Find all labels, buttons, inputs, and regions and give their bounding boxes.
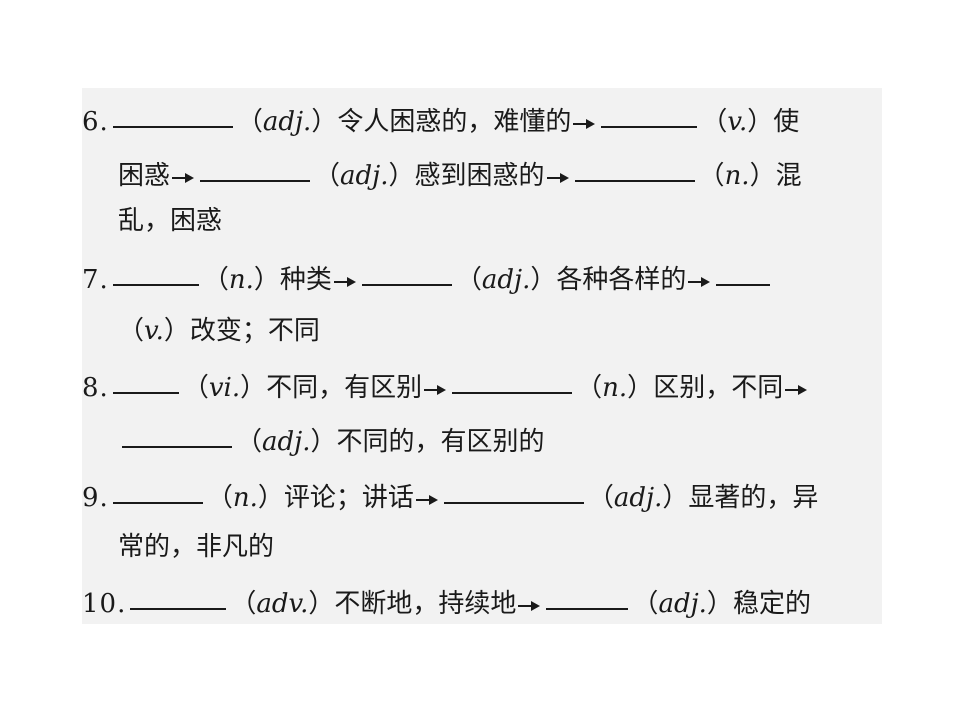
definition-text: 不断地，持续地: [334, 589, 517, 619]
answer-blank[interactable]: [443, 472, 584, 504]
item-3-line-2: （adj.）不同的，有区别的: [118, 418, 545, 464]
item-1-line-1: 6. （adj.）令人困惑的，难懂的 （v.）使: [82, 98, 799, 144]
item-1-line-2: 困惑 （adj.）感到困惑的 （n.）混: [118, 152, 802, 198]
answer-blank[interactable]: [112, 254, 199, 286]
answer-blank[interactable]: [546, 578, 629, 610]
answer-blank[interactable]: [452, 362, 573, 394]
definition-text: 使: [773, 107, 800, 137]
definition-text: 区别，不同: [653, 373, 784, 403]
arrow-right-icon: [546, 172, 569, 184]
part-of-speech: （adv.）: [230, 589, 335, 619]
part-of-speech: （adj.）: [236, 107, 338, 137]
answer-blank[interactable]: [130, 578, 227, 610]
arrow-right-icon: [333, 276, 356, 288]
item-1-line-3: 乱，困惑: [118, 198, 222, 244]
arrow-right-icon: [688, 276, 711, 288]
item-4-line-1: 9. （n.）评论；讲话 （adj.）显著的，异: [82, 474, 818, 520]
arrow-right-icon: [172, 172, 195, 184]
definition-text: 种类: [279, 265, 332, 295]
item-5-line-1: 10. （adv.）不断地，持续地 （adj.）稳定的: [82, 580, 811, 626]
part-of-speech: （adj.）: [587, 483, 689, 513]
arrow-right-icon: [573, 118, 596, 130]
answer-blank[interactable]: [716, 254, 771, 286]
answer-blank[interactable]: [601, 96, 698, 128]
answer-blank[interactable]: [200, 150, 311, 182]
item-2-line-2: （v.）改变；不同: [118, 308, 320, 354]
part-of-speech: （adj.）: [455, 265, 557, 295]
answer-blank[interactable]: [574, 150, 695, 182]
answer-blank[interactable]: [112, 472, 203, 504]
part-of-speech: （adj.）: [314, 161, 415, 191]
item-number: 9.: [82, 483, 109, 513]
definition-text: 显著的，异: [688, 483, 819, 513]
answer-blank[interactable]: [112, 96, 233, 128]
definition-text: 评论；讲话: [283, 483, 414, 513]
part-of-speech: （vi.）: [182, 373, 267, 403]
part-of-speech: （n.）: [698, 161, 776, 191]
definition-text: 改变；不同: [189, 316, 320, 346]
answer-blank[interactable]: [122, 416, 232, 448]
definition-text: 不同的，有区别的: [336, 427, 545, 457]
arrow-right-icon: [518, 600, 541, 612]
definition-text: 困惑: [118, 161, 171, 191]
part-of-speech: （n.）: [202, 265, 280, 295]
definition-text: 常的，非凡的: [118, 532, 275, 562]
part-of-speech: （n.）: [576, 373, 654, 403]
worksheet-panel: 6.（adj.）令人困惑的，难懂的（v.）使困惑（adj.）感到困惑的（n.）混…: [82, 88, 882, 624]
definition-text: 稳定的: [732, 589, 811, 619]
definition-text: 感到困惑的: [414, 161, 545, 191]
definition-text: 令人困惑的，难懂的: [337, 107, 572, 137]
item-2-line-1: 7. （n.）种类 （adj.）各种各样的: [82, 256, 774, 302]
part-of-speech: （v.）: [118, 316, 190, 346]
item-number: 10.: [82, 589, 127, 619]
definition-text: 乱，困惑: [118, 206, 223, 236]
arrow-right-icon: [415, 494, 438, 506]
definition-text: 各种各样的: [556, 265, 687, 295]
definition-text: 不同，有区别: [266, 373, 423, 403]
answer-blank[interactable]: [361, 254, 452, 286]
item-3-line-1: 8. （vi.）不同，有区别 （n.）区别，不同: [82, 364, 809, 410]
part-of-speech: （adj.）: [236, 427, 337, 457]
part-of-speech: （n.）: [206, 483, 284, 513]
item-number: 6.: [82, 107, 109, 137]
definition-text: 混: [775, 161, 802, 191]
part-of-speech: （v.）: [701, 107, 774, 137]
arrow-right-icon: [785, 384, 808, 396]
item-number: 7.: [82, 265, 109, 295]
item-4-line-2: 常的，非凡的: [118, 524, 274, 570]
arrow-right-icon: [424, 384, 447, 396]
item-number: 8.: [82, 373, 109, 403]
part-of-speech: （adj.）: [632, 589, 733, 619]
answer-blank[interactable]: [112, 362, 179, 394]
